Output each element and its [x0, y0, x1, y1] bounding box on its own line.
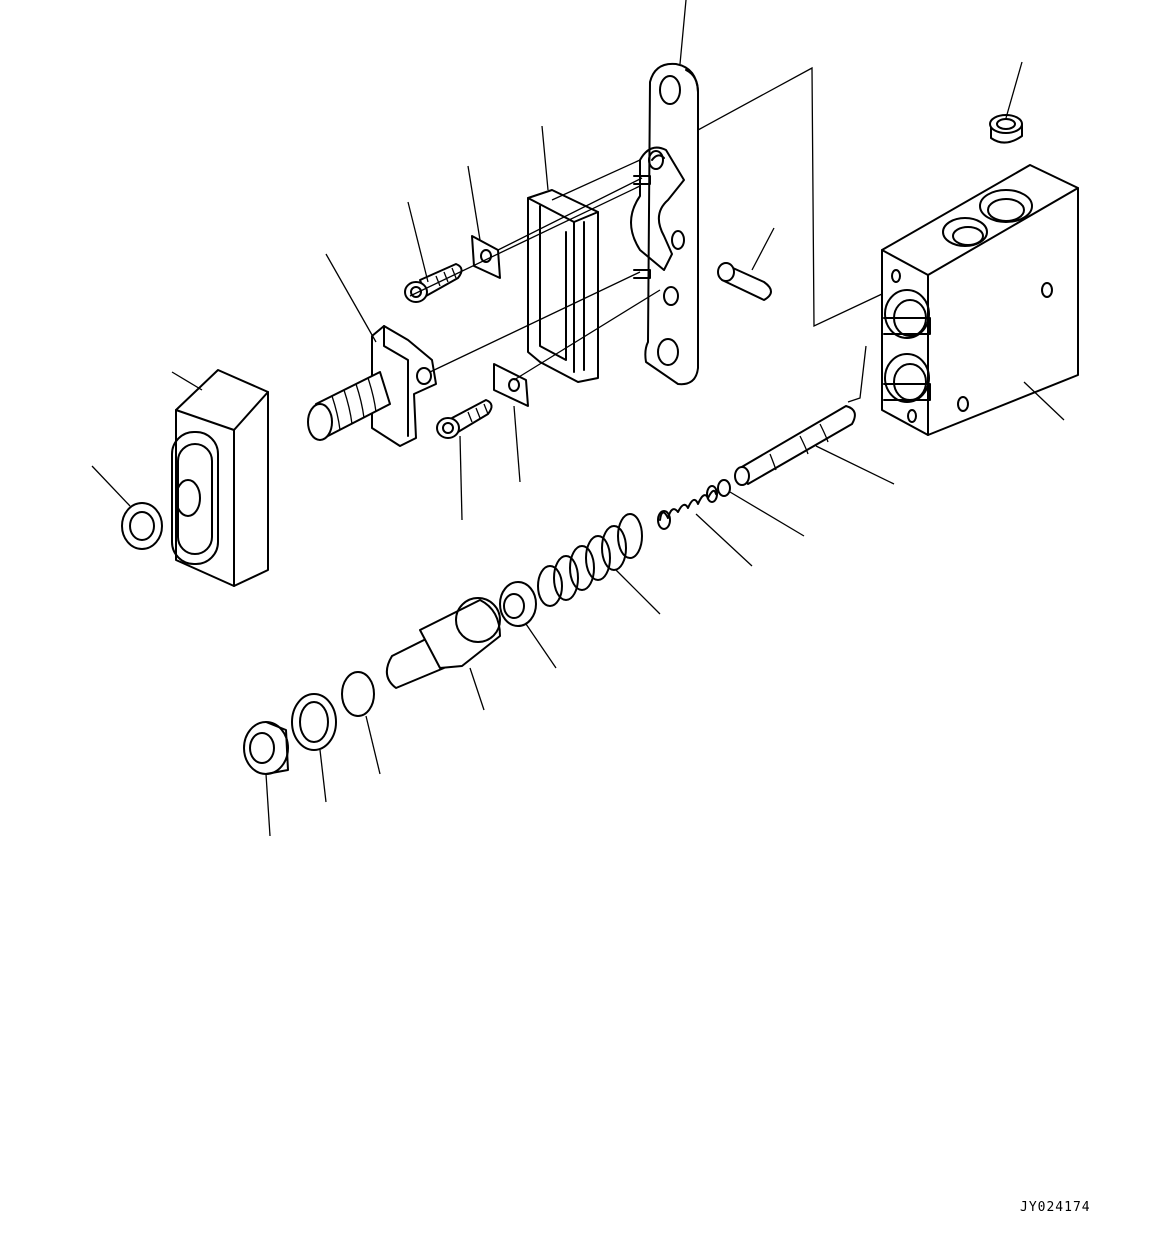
assembly-lines	[410, 68, 882, 402]
lever-plate	[631, 64, 698, 384]
valve-body	[882, 165, 1078, 435]
lever-shaft	[308, 326, 436, 446]
small-spring	[658, 486, 717, 529]
piston	[387, 598, 500, 688]
drawing-code: JY024174	[1020, 1200, 1091, 1215]
leader-lines	[92, 0, 1064, 836]
pin	[718, 263, 771, 300]
washer	[122, 503, 162, 549]
large-spring	[538, 514, 642, 606]
upper-gasket	[472, 236, 500, 278]
spring-seat	[500, 582, 536, 626]
ring	[292, 694, 336, 750]
spool	[735, 406, 855, 485]
bushing	[244, 722, 288, 774]
lower-bolt	[437, 400, 492, 438]
small-washer	[718, 480, 730, 496]
o-ring	[342, 672, 374, 716]
lower-gasket	[494, 364, 528, 406]
guide-bracket	[528, 190, 598, 382]
plug	[990, 115, 1022, 143]
case-block	[172, 370, 268, 586]
upper-bolt	[405, 264, 462, 302]
